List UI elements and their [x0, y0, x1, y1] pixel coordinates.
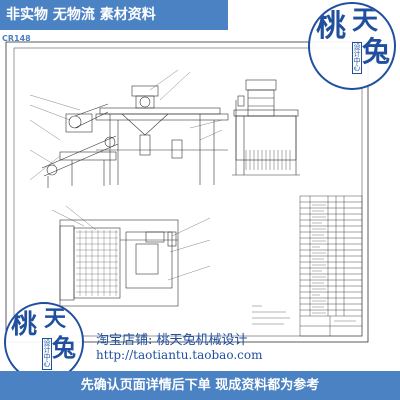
leader-lines-front [29, 69, 223, 181]
notes-block [252, 305, 290, 325]
logo-char-tu: 兔 [52, 333, 76, 362]
taotiantu-logo: 桃 天 兔 设 计 中 心 [308, 2, 396, 90]
side-view-slats [245, 150, 291, 170]
sheet-inner-frame [13, 47, 363, 337]
logo-sub-text: 设 计 中 心 [42, 338, 52, 370]
taotiantu-logo: 桃 天 兔 设 计 中 心 [4, 302, 84, 382]
top-banner: 非实物 无物流 素材资料 [0, 0, 228, 30]
bottom-banner: 先确认页面详情后下单 现成资料都为参考 [0, 371, 400, 400]
logo-sub-char: 计 [43, 346, 51, 354]
logo-sub-char: 计 [353, 50, 361, 58]
logo-char-tian: 天 [44, 306, 67, 332]
logo-sub-char: 中 [353, 57, 361, 65]
shop-url[interactable]: http://taotiantu.taobao.com [96, 348, 263, 362]
leader-lines-top [51, 205, 211, 281]
logo-sub-char: 设 [353, 43, 361, 51]
logo-char-tao: 桃 [11, 310, 38, 340]
parts-table [299, 195, 363, 337]
front-view [41, 85, 229, 188]
sheet-frame [5, 41, 369, 343]
parts-table-text-rows [312, 204, 356, 322]
top-view-mesh [76, 230, 118, 296]
top-view [59, 219, 179, 307]
logo-sub-char: 心 [353, 64, 361, 72]
logo-char-tu: 兔 [362, 35, 391, 68]
logo-sub-char: 中 [43, 353, 51, 361]
drawing-code: CR148 [2, 34, 31, 43]
logo-sub-char: 设 [43, 339, 51, 347]
logo-char-tao: 桃 [316, 9, 346, 44]
logo-char-tian: 天 [352, 6, 379, 36]
logo-sub-char: 心 [43, 360, 51, 368]
logo-sub-text: 设 计 中 心 [352, 42, 362, 74]
shop-name: 淘宝店铺: 桃天兔机械设计 [96, 333, 248, 348]
